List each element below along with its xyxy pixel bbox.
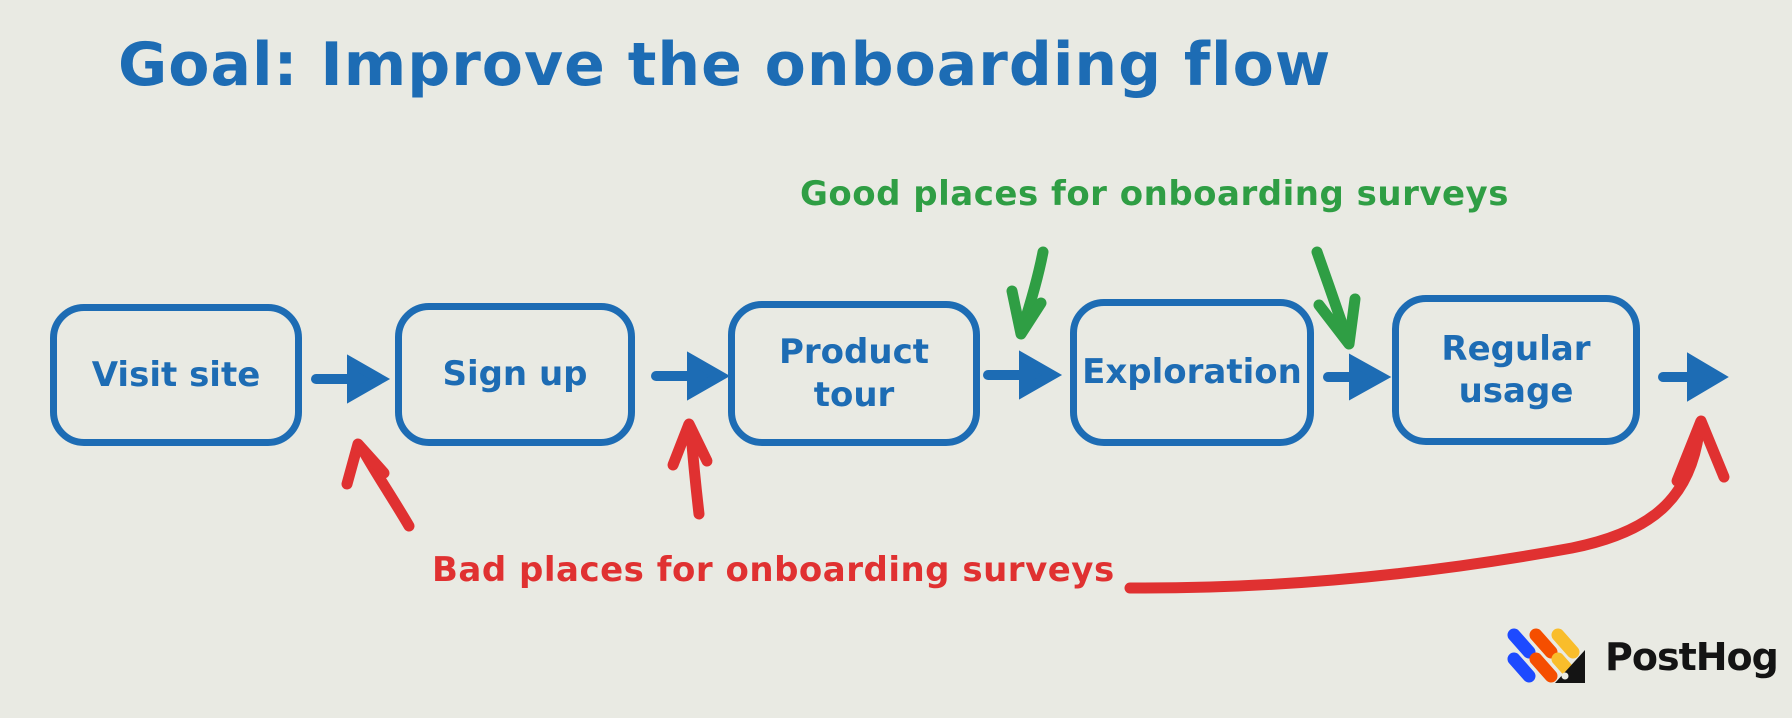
posthog-wordmark: PostHog	[1605, 635, 1779, 679]
flow-step-sign-up: Sign up	[395, 303, 635, 446]
flow-step-label: Product tour	[779, 332, 929, 415]
flow-step-label: Regular usage	[1441, 328, 1591, 412]
flow-step-regular-usage: Regular usage	[1392, 295, 1640, 445]
flow-step-exploration: Exploration	[1070, 299, 1314, 446]
page-title: Goal: Improve the onboarding flow	[118, 30, 1332, 100]
posthog-logo: PostHog	[1505, 628, 1779, 686]
flow-step-product-tour: Product tour	[728, 301, 980, 446]
posthog-logo-icon	[1507, 628, 1585, 683]
flow-step-visit-site: Visit site	[50, 304, 302, 446]
good-places-annotation: Good places for onboarding surveys	[800, 174, 1509, 214]
flow-step-label: Exploration	[1082, 352, 1302, 393]
flow-step-label: Sign up	[442, 354, 588, 395]
flow-step-label: Visit site	[91, 354, 261, 395]
bad-places-annotation: Bad places for onboarding surveys	[432, 550, 1115, 590]
